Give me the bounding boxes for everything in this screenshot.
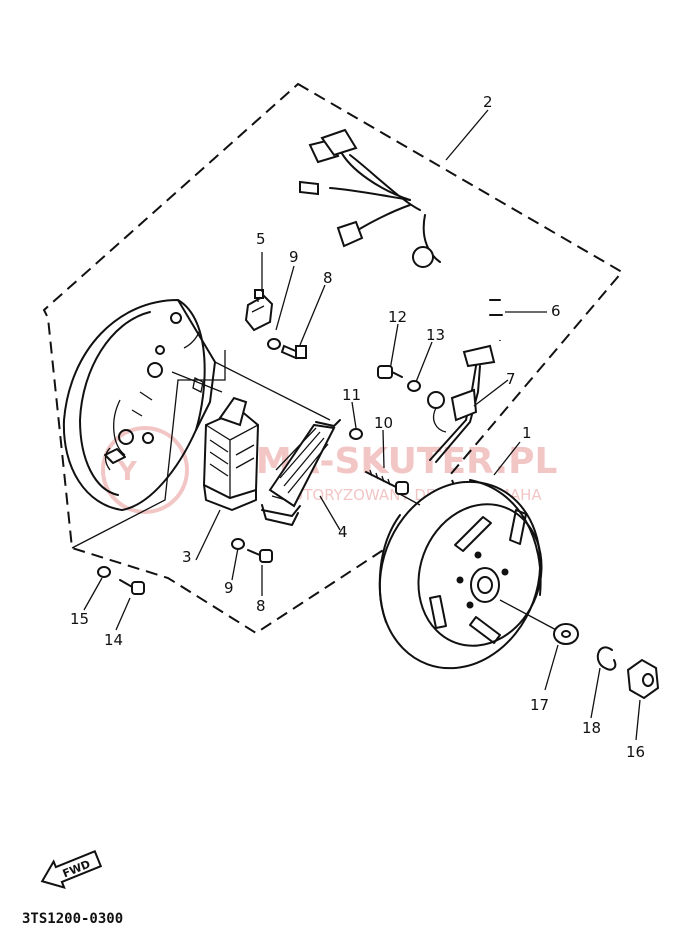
- callout-8-bottom: 8: [256, 597, 266, 615]
- screw-8-top: [280, 344, 307, 360]
- screw-14: [119, 579, 145, 595]
- svg-text:Y: Y: [117, 457, 138, 487]
- screw-12: [377, 365, 403, 379]
- watermark-main: AMA-SKUTER.PL: [228, 441, 557, 482]
- callout-9-top: 9: [289, 248, 299, 266]
- source-coil: [202, 396, 260, 511]
- screw-10: [365, 469, 409, 495]
- cable-clamp: [427, 388, 478, 433]
- callout-15: 15: [70, 610, 89, 628]
- fwd-arrow-icon: FWD: [40, 850, 103, 889]
- callout-8-top: 8: [323, 269, 333, 287]
- callout-9-bottom: 9: [224, 579, 234, 597]
- callout-16: 16: [626, 743, 645, 761]
- shaft-axis-line: [499, 599, 561, 633]
- stator-base-plate: [62, 299, 216, 511]
- callout-7: 7: [506, 370, 516, 388]
- lighting-coil: [261, 419, 341, 526]
- callout-13: 13: [426, 326, 445, 344]
- flywheel-rotor: [378, 479, 543, 670]
- lock-washer-18: [596, 646, 617, 671]
- callout-11: 11: [342, 386, 361, 404]
- callout-18: 18: [582, 719, 601, 737]
- callout-5: 5: [256, 230, 266, 248]
- washer-11: [349, 428, 363, 440]
- callout-6: 6: [551, 302, 561, 320]
- screw-8-bottom: [247, 549, 273, 563]
- callout-14: 14: [104, 631, 123, 649]
- washer-9-bottom: [231, 538, 245, 550]
- washer-9-top: [267, 338, 281, 350]
- callout-3: 3: [182, 548, 192, 566]
- connector-coupler: [244, 289, 274, 332]
- callout-4: 4: [338, 523, 348, 541]
- leader-lines: [71, 109, 641, 741]
- callout-17: 17: [530, 696, 549, 714]
- washer-17: [553, 623, 579, 645]
- assembly-boundary: [42, 82, 624, 635]
- callout-2: 2: [483, 93, 493, 111]
- callout-1: 1: [522, 424, 532, 442]
- washer-13: [407, 380, 421, 392]
- nut-16: [626, 658, 660, 700]
- wire-harness: [299, 128, 504, 463]
- callout-labels: 1 2 3 4 5 6 7 8 8 9 9 10 11 12 13 14 15 …: [70, 93, 645, 761]
- callout-12: 12: [388, 308, 407, 326]
- washer-15: [97, 566, 111, 578]
- diagram-code: 3TS1200-0300: [22, 911, 123, 927]
- callout-10: 10: [374, 414, 393, 432]
